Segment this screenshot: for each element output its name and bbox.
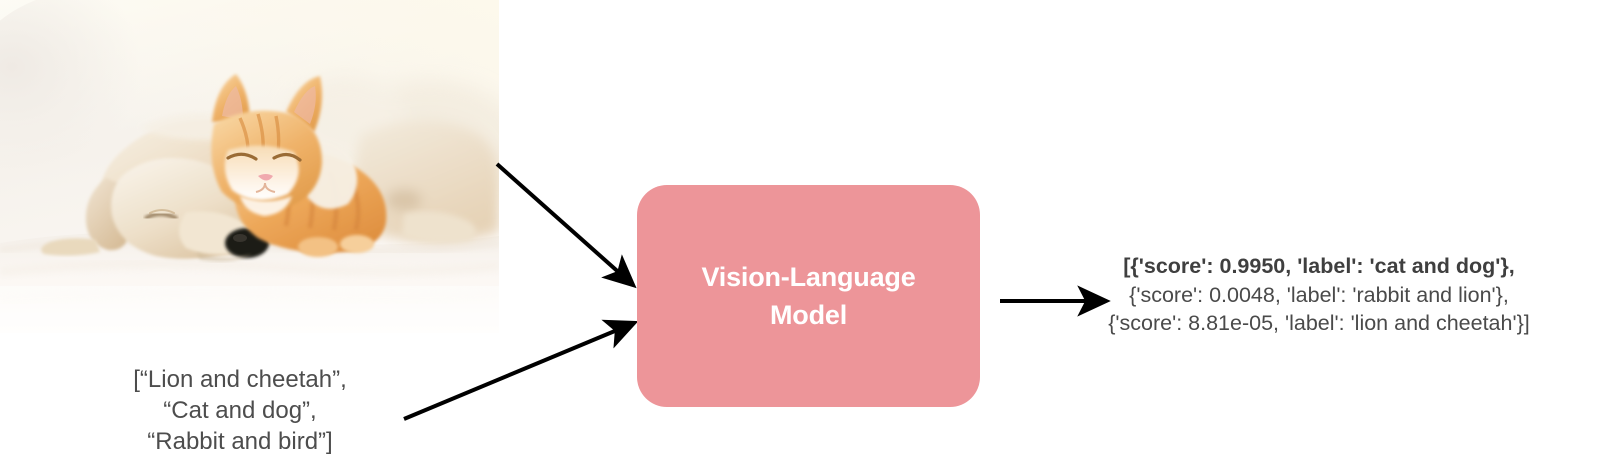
puppy-and-kitten-photo bbox=[0, 0, 499, 333]
arrow-image-to-model bbox=[495, 162, 637, 289]
output-line-2: {'score': 0.0048, 'label': 'rabbit and l… bbox=[1129, 282, 1509, 307]
model-box-label: Vision-Language Model bbox=[701, 261, 916, 330]
output-predictions: [{'score': 0.9950, 'label': 'cat and dog… bbox=[1056, 252, 1582, 338]
arrow-prompt-to-model bbox=[403, 319, 639, 421]
input-image bbox=[0, 0, 499, 333]
vision-language-model-box[interactable]: Vision-Language Model bbox=[637, 185, 980, 407]
prompt-label-list: [“Lion and cheetah”, “Cat and dog”, “Rab… bbox=[133, 366, 347, 456]
output-line-1: [{'score': 0.9950, 'label': 'cat and dog… bbox=[1123, 254, 1515, 278]
output-line-3: {'score': 8.81e-05, 'label': 'lion and c… bbox=[1108, 311, 1530, 336]
